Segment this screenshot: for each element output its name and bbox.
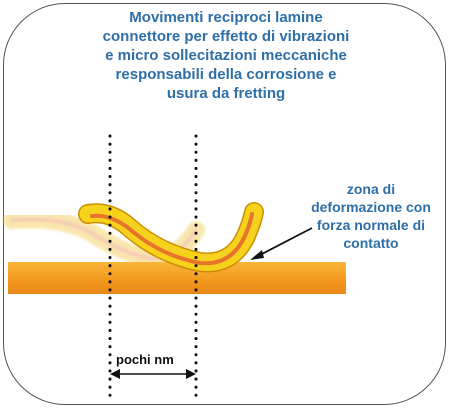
- zone-label: zona di deformazione con forza normale d…: [296, 180, 446, 252]
- zone-label-line: zona di: [346, 181, 396, 197]
- distance-label: pochi nm: [116, 352, 174, 367]
- zone-label-line: forza normale di: [316, 217, 426, 233]
- title-line: e micro sollecitazioni meccaniche: [105, 47, 347, 64]
- title-line: Movimenti reciproci lamine: [129, 9, 323, 26]
- title-line: connettore per effetto di vibrazioni: [102, 28, 350, 45]
- title-line: responsabili della corrosione e: [115, 66, 337, 83]
- lamina-connector: [78, 202, 264, 273]
- title-line: usura da fretting: [166, 85, 286, 102]
- contact-plate: [8, 262, 346, 294]
- callout-arrow: [250, 227, 313, 260]
- rounded-frame: [3, 3, 446, 405]
- zone-label-line: deformazione con: [311, 199, 431, 215]
- distance-arrow: [110, 369, 196, 379]
- diagram-title: Movimenti reciproci lamine connettore pe…: [40, 8, 412, 103]
- zone-label-line: contatto: [343, 235, 399, 251]
